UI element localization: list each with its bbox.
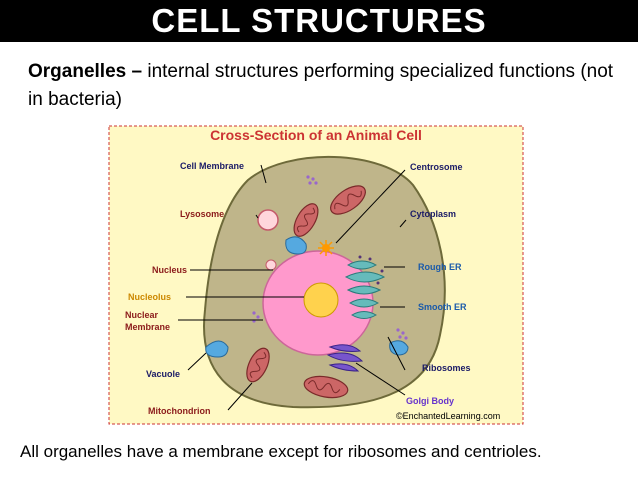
lysosome <box>257 209 279 231</box>
label-cell-membrane: Cell Membrane <box>180 161 244 171</box>
ribosomes <box>252 175 408 340</box>
label-golgi-body: Golgi Body <box>406 396 454 406</box>
label-smooth-er: Smooth ER <box>418 302 467 312</box>
label-nucleus: Nucleus <box>152 265 187 275</box>
lysosome-small <box>265 259 277 271</box>
label-nuclear-membrane-1: Nuclear <box>125 310 159 320</box>
diagram-title: Cross-Section of an Animal Cell <box>210 127 422 143</box>
vacuole-top <box>285 236 307 255</box>
pointer-arrows <box>178 164 407 411</box>
label-ribosomes: Ribosomes <box>422 363 471 373</box>
mitochondrion-mid <box>293 203 319 237</box>
nucleolus <box>303 282 339 318</box>
vacuole-left <box>205 340 229 358</box>
label-mitochondrion: Mitochondrion <box>148 406 211 416</box>
label-centrosome: Centrosome <box>410 162 463 172</box>
mitochondrion-bottom-left <box>246 347 270 383</box>
label-lysosome: Lysosome <box>180 209 224 219</box>
label-cytoplasm: Cytoplasm <box>410 209 456 219</box>
intro-text: Organelles – internal structures perform… <box>28 58 618 114</box>
term: Organelles – <box>28 61 143 82</box>
rough-er <box>344 255 386 295</box>
definition: internal structures performing specializ… <box>28 61 614 110</box>
vacuole-right <box>389 340 409 356</box>
label-nuclear-membrane-2: Membrane <box>125 322 170 332</box>
label-nucleolus: Nucleolus <box>128 292 171 302</box>
slide-title: CELL STRUCTURES <box>151 2 487 39</box>
animal-cell-diagram: Cross-Section of an Animal Cell <box>108 125 524 425</box>
centrosome <box>318 240 334 256</box>
diagram-credit: ©EnchantedLearning.com <box>396 411 500 421</box>
label-vacuole: Vacuole <box>146 369 180 379</box>
label-rough-er: Rough ER <box>418 262 462 272</box>
title-bar: CELL STRUCTURES <box>0 0 638 42</box>
mitochondrion-top <box>330 185 366 215</box>
footer-note: All organelles have a membrane except fo… <box>20 442 542 461</box>
golgi-body <box>326 344 364 372</box>
smooth-er <box>348 298 380 319</box>
mitochondrion-bottom <box>303 375 349 399</box>
